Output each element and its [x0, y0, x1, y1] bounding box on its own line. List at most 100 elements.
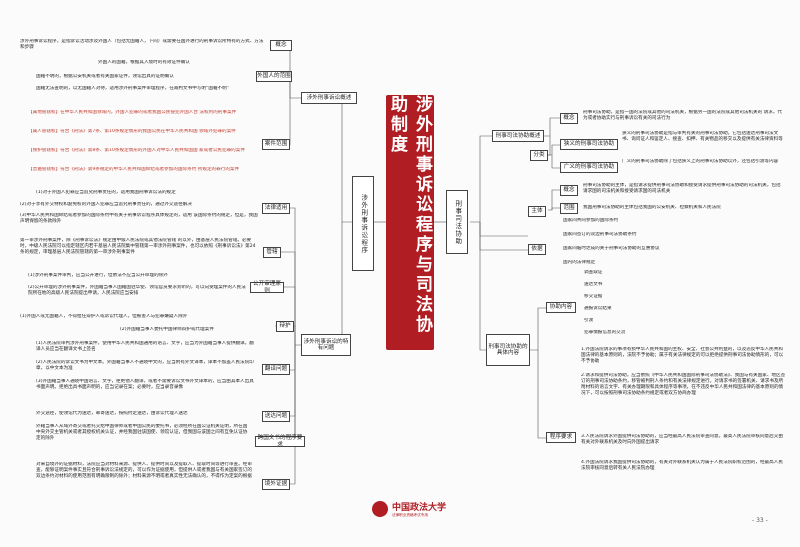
assist-scope-item-6: 犯罪情报信息的交流 — [584, 330, 626, 335]
assist-scope-item-4: 通报诉讼结果 — [584, 306, 612, 311]
basis-item-2: 国家间签订的双边刑事司法协助条约 — [563, 232, 637, 237]
right-main-node: 刑事司法协助 — [446, 190, 468, 254]
assist-scope-item-2: 送达文书 — [584, 282, 603, 287]
body-scope-text: 我国刑事司法协助的主体包括我国的公安机关、检察机关和人民法院 — [583, 205, 721, 210]
case-item-2: 【属人管辖权】符合《刑法》第7条、第10条规定情形的我国公民在中华人民共和国 领… — [28, 129, 236, 134]
jurisdiction-text: 第一审涉外刑事案件，除《刑事诉讼法》规定由中级人民法院或其他法院管辖 的以外，由… — [20, 238, 256, 256]
translation-node: 翻译问题 — [262, 364, 290, 375]
logo-name: 中国政法大学 — [392, 503, 447, 513]
law-item-3: (3)中华人民共和国缔结或者参加的国际条约中有关于刑事诉讼程序具体规定的，适用 … — [20, 213, 258, 225]
classify-label: 分类 — [533, 152, 545, 159]
case-item-3: 【保护管辖权】符合《刑法》第8条、第10条规定情形的外国人对中华人民共和国国 家… — [28, 148, 245, 153]
foreign-evidence-text: 对来自境外的证据材料，法院应当对材料来源、提供人、提供时间以及提取人、提取时间等… — [36, 462, 252, 480]
public-trial-label: 公开审理原则 — [253, 281, 281, 294]
delivery-label: 送达问题 — [264, 413, 288, 420]
concept-right-label: 概念 — [563, 115, 575, 122]
defense-item-1: (1)外国人或无国籍人，不得担任辩护人或诉讼代理人，但被害人与犯罪嫌疑人除外 — [20, 314, 188, 319]
assist-scope-node: 协助内容 — [546, 302, 576, 313]
broad-label: 广义的刑事司法协助 — [563, 164, 615, 171]
foreigner-label: 外国人的范围 — [257, 73, 291, 80]
special-issues-label: 涉外刑事诉讼的特有问题 — [303, 338, 349, 351]
jurisdiction-node: 管辖 — [263, 247, 281, 258]
concept-text-right: 刑事司法协助，是指一国的法院或其他的司法机关，根据另一国的法院或其他司法机关的 … — [583, 110, 782, 122]
assist-scope-item-1: 调查取证 — [584, 270, 603, 275]
case-item-4: 【普遍管辖权】符合《刑法》第9条规定的中华人民共和国缔结或者参加的国际条约 所规… — [28, 167, 240, 172]
broad-node: 广义的刑事司法协助 — [560, 162, 618, 173]
foreigner-item-1: 外国人的国籍，根据其入境时的有效证件确认 — [98, 60, 190, 65]
translation-label: 翻译问题 — [264, 366, 288, 373]
public-item-1: (1)涉外刑事案件审判，应当公开进行，但依法不应当公开审理的除外 — [28, 273, 168, 278]
foreigner-node: 外国人的范围 — [256, 71, 292, 82]
cross-border-doc-label: 跨国文书的程序要求 — [257, 435, 303, 448]
main-title: 涉外刑事诉讼程序与司法协助制度 — [386, 95, 434, 350]
procedure-item-4: 4.外国法院请求我国提供司法协助的，有关对外联系机关认为属于人民法院职权范围的，… — [581, 460, 783, 472]
narrow-label: 狭义的刑事司法协助 — [563, 141, 615, 148]
content-node: 刑事司法协助的具体内容 — [486, 334, 530, 366]
basis-label: 依据 — [531, 246, 543, 253]
translate-item-1: (1)人民法院审判涉外刑事案件，使用中华人民共和国通用的语言、文字，应当为外国籍… — [36, 341, 254, 353]
procedure-item-2: 2.请求和提供司法协助，应当依照《中华人民共和国国际刑事司法协助法》、我国与有关… — [581, 373, 786, 397]
defense-label: 辩护 — [279, 323, 291, 330]
body-label: 主体 — [531, 208, 543, 215]
body-concept-node: 概念 — [560, 185, 578, 196]
body-scope-node: 范围 — [560, 203, 578, 214]
seal-icon — [372, 501, 388, 517]
public-trial-node: 公开审理原则 — [250, 281, 284, 294]
case-scope-node: 案件范围 — [262, 139, 290, 150]
university-logo: 中国政法大学 法律职业资格考试专用 — [372, 500, 454, 518]
assist-scope-label: 协助内容 — [549, 304, 573, 311]
law-item-2: (2)对于享有外交特权和豁免权的外国人犯罪应当追究刑事责任的，通过外交途径解决 — [20, 202, 192, 207]
foreign-evidence-label: 境外证据 — [264, 481, 288, 488]
basis-item-1: 国家间共同参加的国际条约 — [563, 218, 619, 223]
concept-label: 概念 — [275, 42, 287, 49]
case-item-1: 【属地管辖权】在中华人民共和国领域内，外国人犯罪的或者我国公民侵犯外国人合 法权… — [28, 110, 237, 115]
foreigner-item-2: 国籍不明的，根据公安机关或者有关国家证件，领馆出具的证明确认 — [36, 74, 174, 79]
body-node: 主体 — [528, 206, 546, 217]
procedure-item-1: 1.外国法院请求的事项有损中华人民共和国的主权、安全、社会公共利益的，以及违反中… — [581, 347, 784, 365]
foreign-evidence-node: 境外证据 — [262, 479, 290, 490]
logo-sub: 法律职业资格考试专用 — [392, 513, 428, 517]
procedure-node: 程序要求 — [546, 432, 576, 443]
case-scope-label: 案件范围 — [264, 141, 288, 148]
classify-node: 分类 — [530, 150, 548, 161]
delivery-node: 送达问题 — [262, 411, 290, 422]
basis-node: 依据 — [528, 244, 546, 255]
overview-label: 涉外刑事诉讼概述 — [306, 94, 352, 101]
defense-item-2: (2)外国籍当事人委托中国律师辩护或代理案件 — [120, 327, 214, 332]
basis-item-4: 国内的法律规定 — [563, 260, 596, 265]
narrow-text: 狭义的刑事司法协助是指与审判有关的刑事司法协助，它包括送达刑事司法文书、询问证人… — [622, 131, 783, 143]
concept-node-left: 概念 — [270, 40, 292, 51]
defense-node: 辩护 — [276, 321, 294, 332]
law-item-1: (1)对于外国人犯罪应当追究刑事责任的，适用我国刑事诉讼法的规定 — [36, 190, 176, 195]
assist-overview-label: 刑事司法协助概述 — [495, 132, 541, 139]
overview-node: 涉外刑事诉讼概述 — [301, 92, 357, 104]
law-label: 法律适用 — [264, 205, 288, 212]
body-concept-text: 刑事司法协助的主体，是指请求提供刑事司法协助和接受请求提供刑事司法协助的司法机关… — [583, 183, 781, 195]
assist-scope-item-3: 移交证据 — [584, 294, 603, 299]
foreigner-item-3: 国籍无法查明的，以无国籍人对待，适用涉外刑事案件审理程序，在裁判文书中写明“国籍… — [36, 86, 230, 91]
special-issues-node: 涉外刑事诉讼的特有问题 — [301, 334, 351, 356]
basis-item-3: 国家间临时达成的关于刑事司法协助的互惠协议 — [563, 246, 660, 251]
narrow-node: 狭义的刑事司法协助 — [560, 139, 618, 150]
page-number: - 33 - — [752, 517, 768, 524]
public-item-2: (2)公开审理的涉外刑事案件，外国籍当事人国籍国驻华使、领馆官员要求旁听的，可以… — [28, 285, 246, 297]
assist-overview-node: 刑事司法协助概述 — [492, 130, 544, 142]
jurisdiction-label: 管辖 — [266, 249, 278, 256]
right-main-label: 刑事司法协助 — [453, 199, 462, 245]
procedure-label: 程序要求 — [549, 434, 573, 441]
law-node: 法律适用 — [262, 203, 290, 214]
cross-border-doc-text: 外籍当事人从域外寄交或者托交给中国律师或者中国公民的委托书，必须经所在国公证机关… — [36, 424, 248, 442]
assist-scope-item-5: 引渡 — [584, 318, 594, 323]
delivery-text: 外交途径，使领馆代为送达，邮寄送达，按照约定送达，由诉讼代理人送达 — [36, 411, 188, 416]
cross-border-doc-node: 跨国文书的程序要求 — [255, 435, 305, 448]
broad-text: 广义的刑事司法协助除了包括狭义上的刑事司法协助以外，还包括引渡等内容 — [622, 159, 779, 164]
body-concept-label: 概念 — [563, 187, 575, 194]
concept-node-right: 概念 — [560, 113, 578, 124]
left-main-node: 涉外刑事诉讼程序 — [352, 176, 374, 271]
content-label: 刑事司法协助的具体内容 — [488, 343, 528, 356]
procedure-item-3: 3.人民法院请求外国提供司法协助的，应当经最高人民法院审查同意。最高人民法院审核… — [581, 434, 783, 446]
concept-text-left: 涉外刑事诉讼程序，是指诉讼活动涉及外国人（包括无国籍人，下同）或需要在国外进行的… — [20, 39, 264, 51]
translate-item-2: (2)人民法院的诉讼文书为中文本。外国籍当事人不通晓中文的，应当附有外文译本，译… — [36, 360, 254, 372]
body-scope-label: 范围 — [563, 205, 575, 212]
